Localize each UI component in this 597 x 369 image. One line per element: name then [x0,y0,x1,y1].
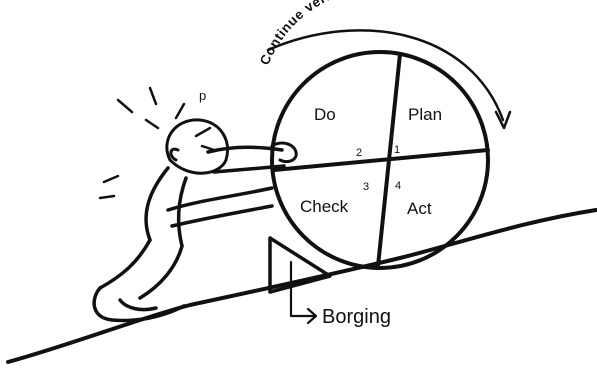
quadrant-check: Check [300,197,349,216]
quadrant-act: Act [407,199,432,218]
arc-arrow [268,30,503,120]
borging-label: Borging [322,306,391,328]
quadrant-do: Do [314,105,336,124]
step-number-2: 2 [356,147,362,159]
step-number-3: 3 [363,181,369,193]
step-number-4: 4 [395,180,401,192]
quadrant-plan: Plan [408,105,442,124]
stray-mark: p [199,88,206,103]
borging-arrow [291,262,316,316]
pushing-figure [94,88,296,320]
step-number-1: 1 [394,144,400,156]
horizontal-divider [274,150,488,170]
